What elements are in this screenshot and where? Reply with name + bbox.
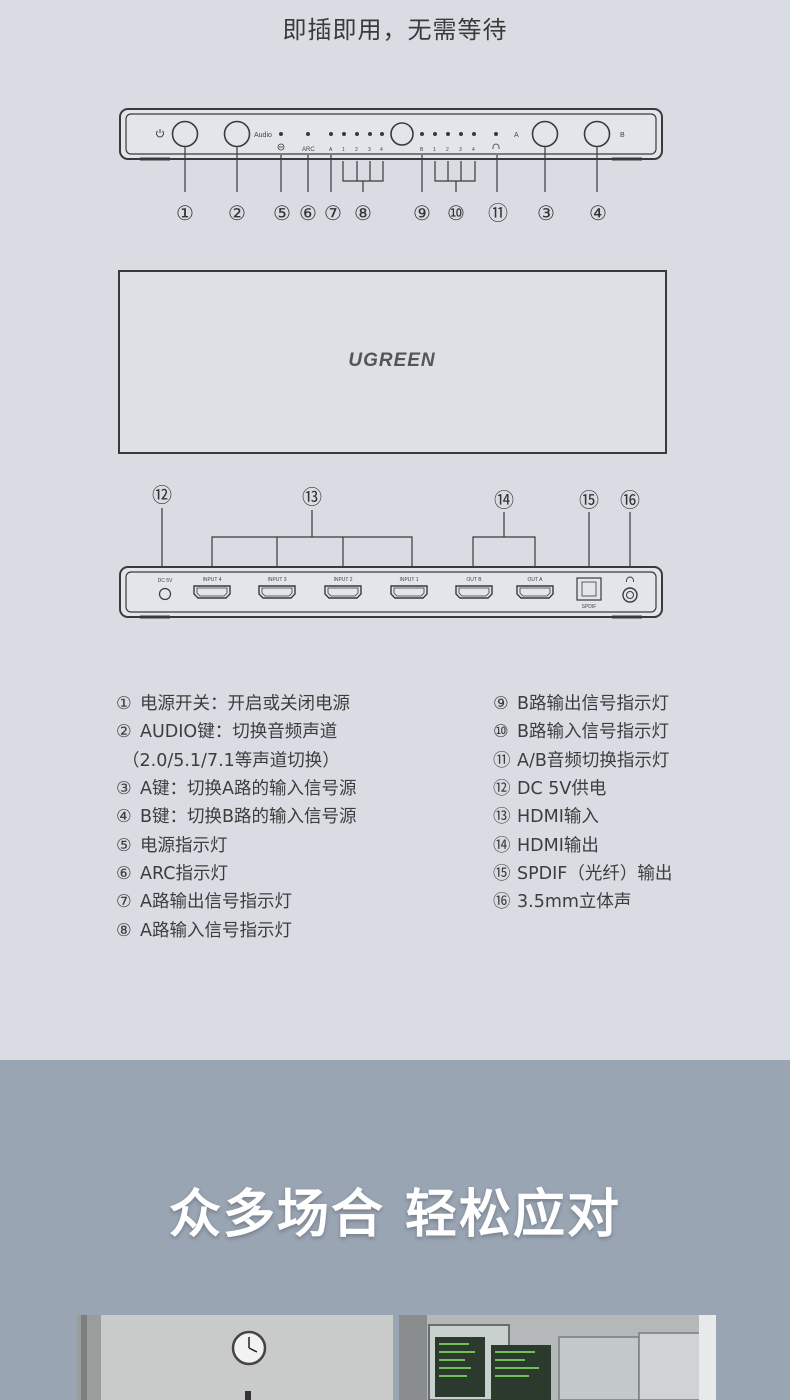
clock-icon (231, 1330, 267, 1366)
b-out-label: B (420, 147, 424, 153)
callout-15: ⑮ (579, 488, 599, 512)
callout-9: ⑨ (413, 201, 431, 225)
callout-1: ① (176, 201, 194, 225)
audio-jack (622, 587, 638, 603)
front-leader-lines (184, 146, 598, 192)
callout-11: ⑪ (488, 201, 508, 225)
headphone-led-icon (492, 143, 500, 149)
callout-4: ④ (589, 201, 607, 225)
device-diagram: Audio ARC A 1 2 3 4 B 1 2 3 4 A B (118, 108, 667, 619)
hdmi-port (516, 585, 554, 599)
hdmi-port (324, 585, 362, 599)
port-label: INPUT 3 (267, 577, 286, 583)
b-label: B (620, 132, 625, 139)
display-button[interactable] (390, 122, 414, 146)
rear-leader-lines (161, 508, 631, 566)
a-in-2: 2 (355, 147, 358, 153)
port-label: OUT A (528, 577, 544, 583)
spec-section: 即插即用，无需等待 (116, 16, 753, 950)
callout-2: ② (228, 201, 246, 225)
control-room-photo (399, 1315, 716, 1400)
arc-label: ARC (302, 147, 315, 153)
spdif-label: SPDIF (582, 604, 597, 610)
front-panel (119, 108, 663, 161)
power-icon (156, 129, 164, 138)
port-label: INPUT 2 (333, 577, 352, 583)
headphone-icon (626, 576, 634, 582)
legend-item: （2.0/5.1/7.1等声道切换） (122, 751, 340, 771)
dc-label: DC 5V (158, 578, 173, 584)
b-in-4: 4 (472, 147, 475, 153)
a-out-label: A (329, 147, 333, 153)
dc-jack (158, 587, 172, 601)
callout-12: ⑫ (152, 483, 172, 507)
scenarios-section: 众多场合 轻松应对 (0, 1060, 790, 1400)
rear-panel (119, 566, 663, 619)
top-view: UGREEN (118, 270, 667, 454)
a-in-1: 1 (342, 147, 345, 153)
callout-14: ⑭ (494, 488, 514, 512)
audio-label: Audio (254, 132, 272, 139)
power-led-icon (277, 143, 285, 151)
callout-10: ⑩ (447, 201, 465, 225)
callout-3: ③ (537, 201, 555, 225)
port-label: INPUT 1 (399, 577, 418, 583)
hdmi-port (258, 585, 296, 599)
headline: 即插即用，无需等待 (282, 16, 508, 44)
callout-7: ⑦ (324, 201, 342, 225)
callout-6: ⑥ (299, 201, 317, 225)
callout-16: ⑯ (620, 488, 640, 512)
hdmi-port (455, 585, 493, 599)
ugreen-logo: UGREEN (348, 350, 436, 371)
hdmi-port (390, 585, 428, 599)
spdif-port (576, 577, 602, 601)
callout-13: ⑬ (302, 485, 322, 509)
a-in-4: 4 (380, 147, 383, 153)
office-photo (77, 1315, 393, 1400)
callout-5: ⑤ (273, 201, 291, 225)
scene-title: 众多场合 轻松应对 (168, 1185, 622, 1245)
a-label: A (514, 132, 519, 139)
port-label: INPUT 4 (202, 577, 221, 583)
a-in-3: 3 (368, 147, 371, 153)
hdmi-port (193, 585, 231, 599)
b-in-2: 2 (446, 147, 449, 153)
front-leds (279, 132, 498, 136)
callout-8: ⑧ (354, 201, 372, 225)
port-label: OUT B (466, 577, 482, 583)
b-in-1: 1 (433, 147, 436, 153)
b-in-3: 3 (459, 147, 462, 153)
